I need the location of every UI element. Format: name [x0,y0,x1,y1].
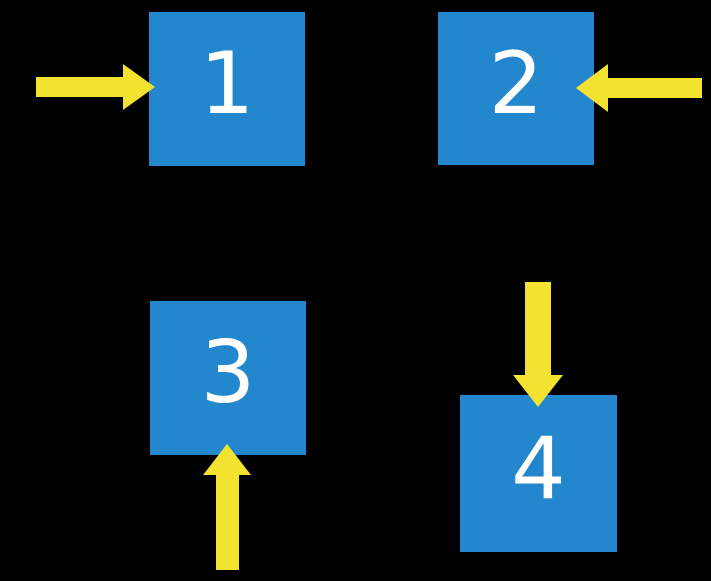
box-2-label: 2 [488,33,544,134]
arrow-left-into-box-2-icon [576,64,702,112]
box-3-label: 3 [200,323,256,423]
numbered-box-1: 1 [149,12,305,166]
arrow-up-into-box-3-icon [203,444,251,570]
numbered-box-4: 4 [460,395,617,552]
numbered-box-2: 2 [438,12,594,165]
numbered-box-3: 3 [150,301,306,455]
box-4-label: 4 [511,418,566,519]
arrow-right-into-box-1-icon [36,64,155,110]
arrow-down-into-box-4-icon [513,282,563,407]
box-1-label: 1 [199,34,255,134]
